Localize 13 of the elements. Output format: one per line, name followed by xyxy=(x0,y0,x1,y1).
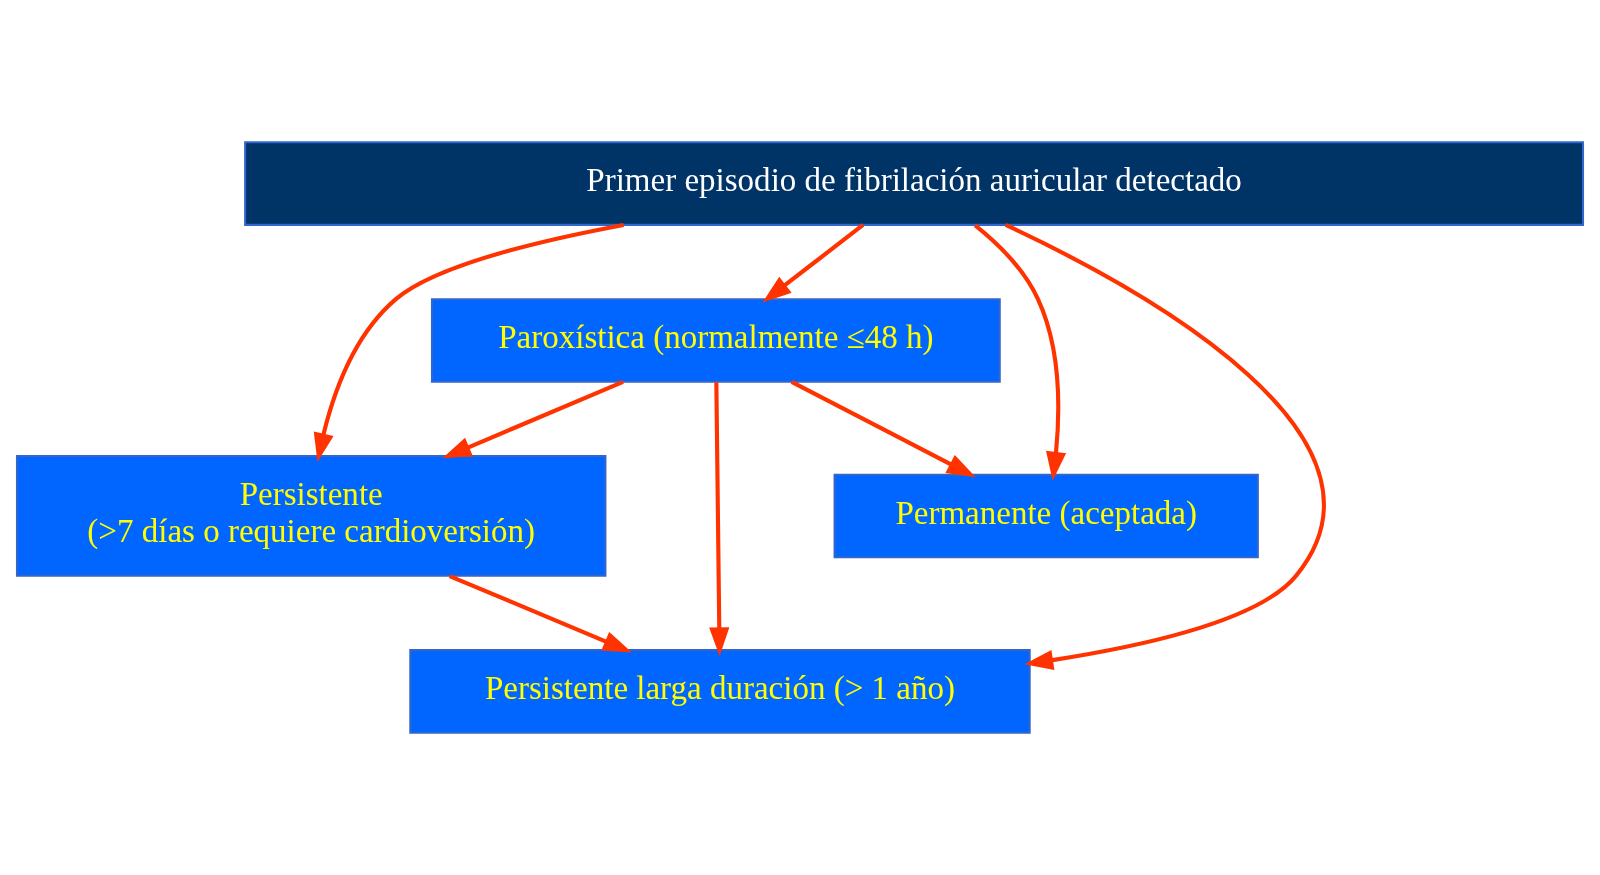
node-box: Persistente larga duración (> 1 año) xyxy=(409,649,1031,734)
arrow xyxy=(448,574,632,653)
arrow xyxy=(790,380,976,478)
arrow xyxy=(1004,223,1326,671)
arrow xyxy=(709,382,730,657)
node-box: Primer episodio de fibrilación auricular detectado xyxy=(244,141,1585,226)
arrow xyxy=(313,222,624,463)
arrow xyxy=(442,379,624,459)
node-box: Persistente (>7 días o requiere cardioversión) xyxy=(15,455,607,577)
arrow xyxy=(762,223,865,303)
node-box: Permanente (aceptada) xyxy=(833,473,1259,559)
arrow xyxy=(973,223,1067,481)
node-box: Paroxística (normalmente ≤48 h) xyxy=(430,298,1001,383)
